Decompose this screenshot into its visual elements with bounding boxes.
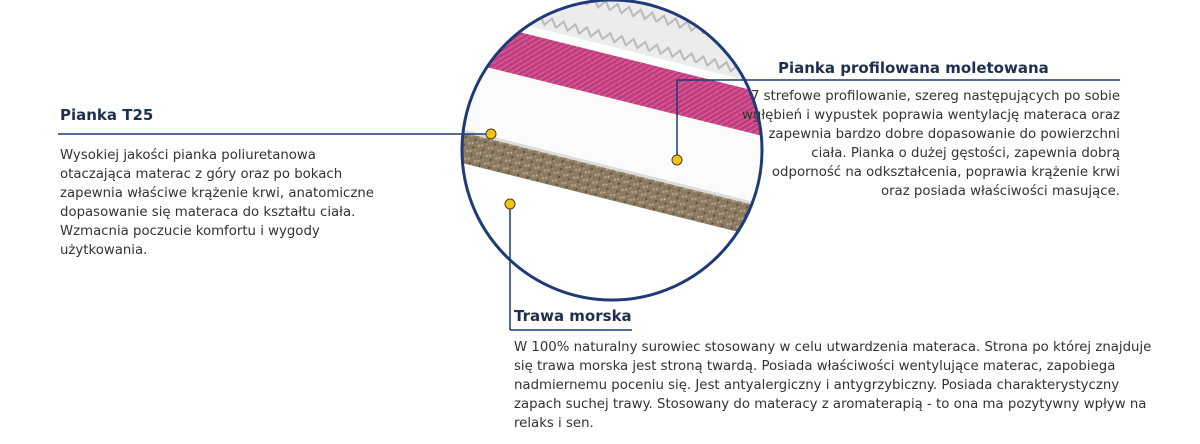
pink-foam-layer	[462, 9, 762, 157]
t25-foam-layer	[462, 50, 762, 223]
pianka-t25-title: Pianka T25	[60, 106, 154, 124]
pianka-t25-description: Wysokiej jakości pianka poliuretanowa ot…	[60, 148, 374, 258]
bottom-foam-layer	[462, 146, 762, 300]
right-marker-dot	[671, 154, 683, 166]
left-marker-dot	[485, 128, 497, 140]
trawa-morska-description: W 100% naturalny surowiec stosowany w ce…	[514, 340, 1152, 431]
magnifier-circle-outline	[460, 0, 764, 302]
pianka-profilowana-description: 7 strefowe profilowanie, szereg następuj…	[742, 89, 1120, 199]
bottom-marker-dot	[504, 198, 516, 210]
trawa-morska-title: Trawa morska	[514, 307, 632, 325]
seagrass-layer	[462, 117, 762, 253]
pianka-profilowana-title: Pianka profilowana moletowana	[778, 59, 1049, 77]
